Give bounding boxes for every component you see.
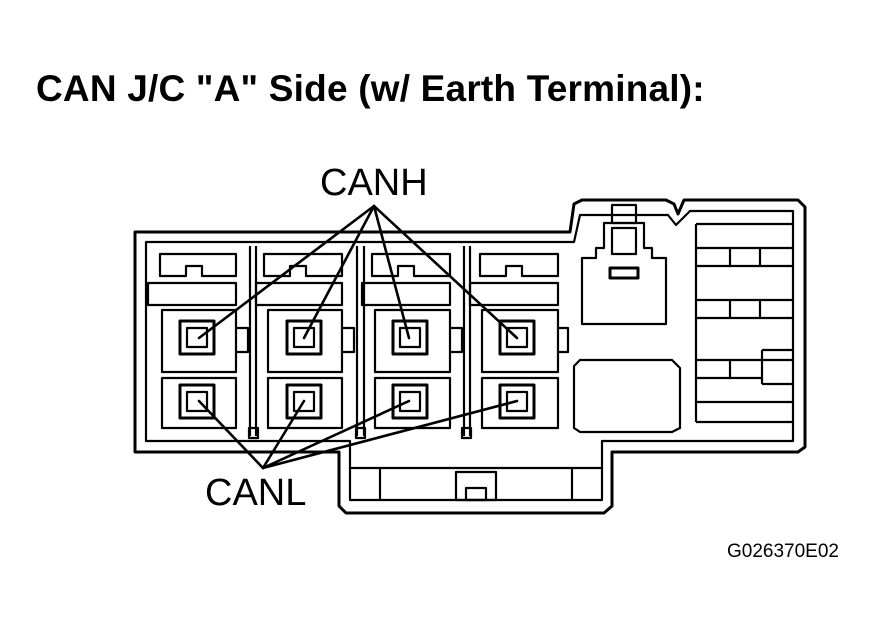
column-separators [247, 246, 473, 440]
cavity-column-4 [468, 252, 570, 430]
cavity-column-1 [146, 252, 250, 430]
cavity-column-3 [360, 252, 464, 430]
earth-terminal [572, 203, 682, 434]
diagram-title: CAN J/C "A" Side (w/ Earth Terminal): [36, 68, 705, 109]
canh-label: CANH [320, 162, 428, 204]
canl-label: CANL [205, 472, 307, 514]
cavity-column-2 [254, 252, 356, 430]
connector-housing [133, 198, 807, 515]
canl-leader-lines [197, 399, 519, 470]
figure-code: G026370E02 [727, 541, 839, 562]
canh-leader-lines [197, 204, 519, 340]
right-rib-block [694, 222, 792, 424]
